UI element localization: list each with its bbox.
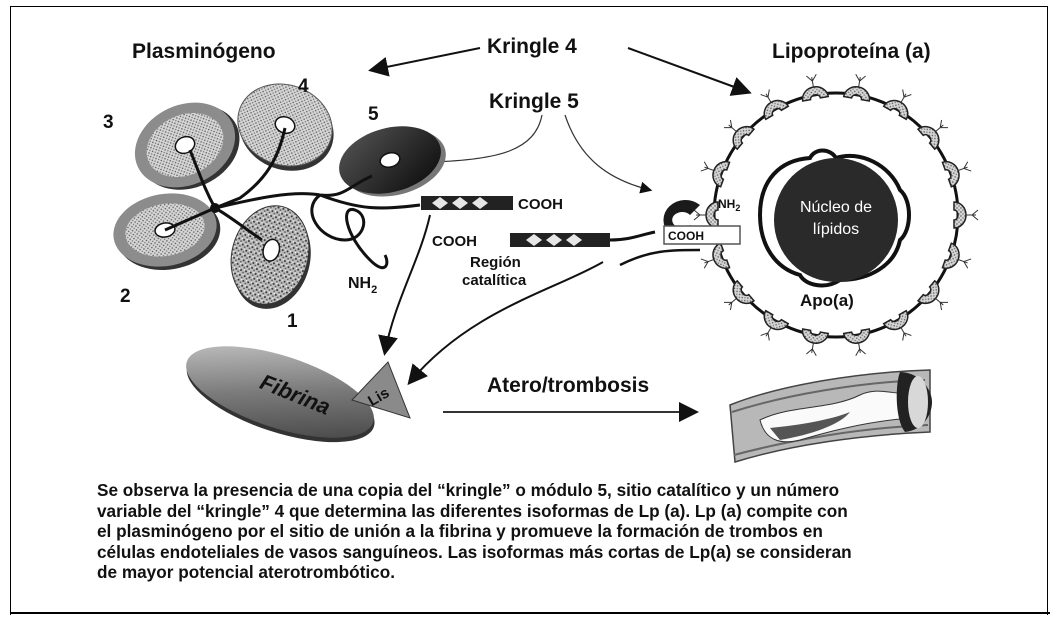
apo-a-kringle4-bead	[918, 281, 953, 316]
lipid-nucleus	[774, 158, 898, 282]
apo-a-label: Apo(a)	[800, 291, 854, 310]
nucleus-label-line1: Núcleo de	[800, 199, 872, 216]
lipoprotein-particle: Núcleo de lípidos	[663, 73, 978, 357]
kringle5-to-disc5-arrow	[430, 115, 542, 162]
caption-line: de mayor potencial aterotrombótico.	[97, 562, 1037, 583]
apo-a-kringle4-bead	[942, 154, 973, 187]
lpa-tether	[620, 250, 700, 265]
apo-a-kringle4-bead	[954, 202, 978, 228]
apo-a-kringle4-bead	[698, 243, 729, 276]
apo-a-kringle4-bead	[719, 114, 754, 149]
nh2-subscript: 2	[371, 284, 377, 296]
kringle4-to-lipoprotein-arrow	[628, 48, 748, 92]
catalytic-bar-upper	[421, 196, 513, 210]
kringle5-to-lpa-arrow	[565, 115, 650, 190]
nh2-label: NH2	[348, 275, 377, 296]
kringle4-to-plasminogen-arrow	[372, 48, 480, 70]
apo-a-kringle4-bead	[719, 281, 754, 316]
nh2-small-label: NH2	[718, 197, 740, 213]
nh2-loop	[312, 195, 387, 268]
cooh-lower-label: COOH	[432, 233, 477, 250]
caption-line: células endoteliales de vasos sanguíneos…	[97, 542, 1037, 563]
apo-a-kringle4-bead	[844, 329, 874, 357]
atero-trombosis-label: Atero/trombosis	[487, 374, 649, 397]
catalytic-bar-lower	[510, 233, 610, 247]
kringle-number-1: 1	[287, 311, 298, 332]
region-label-line1: Región	[470, 254, 521, 271]
kringle5-label: Kringle 5	[489, 90, 579, 113]
cooh-small-label: COOH	[668, 229, 704, 243]
apo-a-kringle4-bead	[799, 329, 829, 357]
apo-a-kringle4-bead	[799, 73, 829, 101]
kringle-disc-5	[331, 115, 453, 209]
caption-line: variable del “kringle” 4 que determina l…	[97, 501, 1037, 522]
caption-line: el plasminógeno por el sitio de unión a …	[97, 521, 1037, 542]
kringle-disc-4	[225, 71, 347, 184]
figure-caption: Se observa la presencia de una copia del…	[97, 480, 1037, 583]
kringle-number-3: 3	[103, 112, 114, 133]
kringle-number-5: 5	[368, 104, 379, 125]
apo-a-kringle4-bead	[844, 73, 874, 101]
kringle-disc-3	[121, 86, 253, 207]
kringle-disc-1	[219, 197, 322, 318]
apo-a-kringle4-bead	[942, 243, 973, 276]
cooh-upper-label: COOH	[518, 196, 563, 213]
apo-a-kringle4-bead	[918, 114, 953, 149]
plasminogen-to-lis-arrow	[385, 215, 430, 352]
kringle-disc-2	[108, 185, 227, 278]
region-label-line2: catalítica	[462, 272, 527, 289]
vessel-illustration	[730, 370, 932, 462]
nh2-small-subscript: 2	[735, 203, 740, 213]
apo-a-kringle4-bead	[884, 86, 919, 120]
apo-a-kringle4-bead	[884, 311, 919, 345]
kringle-number-2: 2	[120, 286, 131, 307]
kringle4-label: Kringle 4	[487, 35, 577, 58]
nucleus-label-line2: lípidos	[813, 221, 859, 238]
kringle-number-4: 4	[298, 76, 309, 97]
plasminogen-title: Plasminógeno	[132, 40, 276, 63]
apo-a-kringle4-bead	[754, 311, 789, 345]
apo-a-kringle4-bead	[698, 154, 729, 187]
lipoprotein-title: Lipoproteína (a)	[772, 40, 931, 63]
apo-a-kringle4-bead	[754, 86, 789, 120]
lower-bar-linker	[610, 232, 655, 240]
chain-junction	[210, 203, 220, 213]
caption-line: Se observa la presencia de una copia del…	[97, 480, 1037, 501]
